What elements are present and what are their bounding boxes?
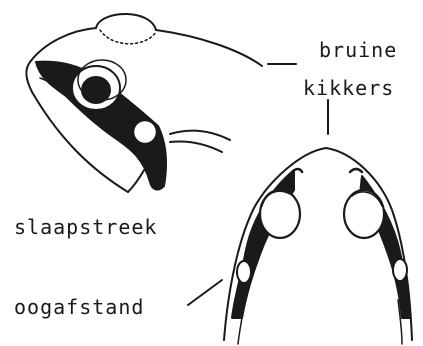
top-nostril-right [350,169,362,172]
label-bruine: bruine [319,40,397,60]
side-tympanum [133,120,157,144]
side-nostril [41,65,47,71]
top-tympanum-right [393,259,407,281]
tympanum-bump [96,14,156,30]
tympanum-dotted-edge [100,30,156,44]
label-oogafstand: oogafstand [14,297,144,317]
shoulder-line-1 [170,131,230,140]
top-tympanum-left [237,261,251,283]
label-slaapstreek: slaapstreek [14,217,157,237]
top-nostril-left [292,169,302,172]
leader-oogafstand [188,280,222,305]
shoulder-line-2 [170,141,222,152]
label-kikkers: kikkers [303,78,394,98]
back-outline [156,30,262,66]
top-eye-right [344,190,384,238]
